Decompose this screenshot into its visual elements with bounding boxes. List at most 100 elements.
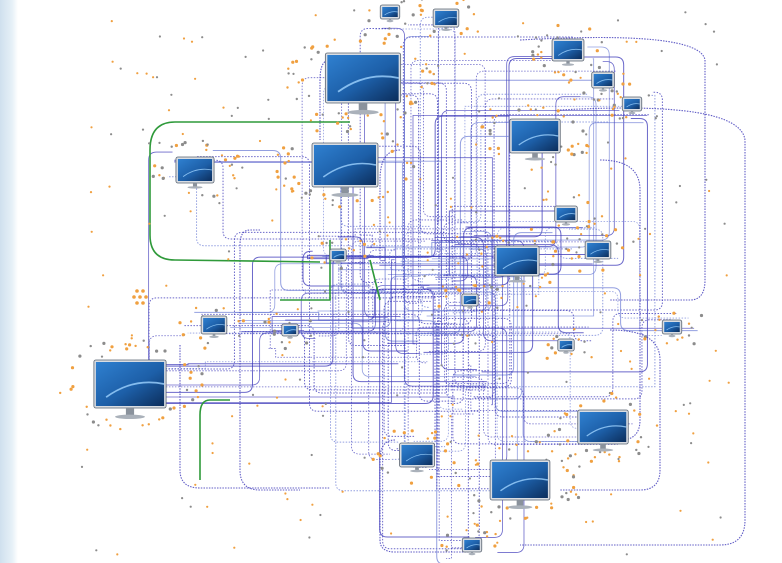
orange-dot-icon (556, 109, 560, 113)
orange-dot-icon (542, 198, 545, 202)
orange-dot-icon (449, 197, 452, 200)
orange-dot-icon (543, 273, 548, 277)
orange-dot-icon (222, 106, 225, 109)
connection-link (455, 244, 584, 334)
orange-dot-icon (160, 166, 164, 170)
orange-dot-icon (687, 412, 691, 415)
orange-dot-icon (231, 415, 234, 418)
orange-dot-icon (283, 184, 286, 187)
orange-dot-icon (380, 132, 383, 135)
orange-dot-icon (142, 339, 145, 342)
orange-dot-icon (341, 116, 344, 119)
connection-link (318, 256, 449, 337)
orange-dot-icon (474, 342, 477, 345)
connection-link (457, 387, 633, 425)
orange-dot-icon (437, 304, 441, 308)
orange-dot-icon (433, 430, 438, 434)
orange-dot-icon (174, 143, 178, 148)
orange-dot-icon (569, 78, 573, 82)
orange-dot-icon (507, 241, 510, 244)
orange-dot-icon (310, 307, 313, 310)
orange-dot-icon (493, 121, 496, 125)
orange-dot-icon (420, 85, 423, 89)
orange-dot-icon (426, 437, 429, 440)
orange-dot-icon (578, 238, 581, 241)
orange-dot-icon (600, 92, 603, 96)
connection-link (366, 291, 579, 412)
orange-dot-icon (308, 193, 311, 196)
orange-dot-icon (542, 106, 545, 109)
orange-dot-icon (574, 493, 578, 496)
orange-dot-icon (189, 370, 193, 374)
monitor-icon (461, 293, 479, 309)
orange-dot-icon (426, 259, 429, 262)
orange-dot-icon (554, 163, 557, 166)
orange-dot-icon (540, 50, 543, 54)
orange-dot-icon (488, 132, 492, 136)
orange-dot-icon (153, 164, 157, 168)
orange-dot-icon (136, 72, 139, 75)
orange-dot-icon (382, 120, 386, 123)
monitor-icon (494, 245, 540, 283)
orange-dot-icon (637, 237, 640, 240)
orange-dot-icon (440, 543, 444, 548)
connection-link (379, 149, 401, 260)
connection-link (452, 370, 592, 445)
orange-dot-icon (534, 295, 538, 298)
orange-dot-icon (704, 23, 707, 26)
orange-dot-icon (628, 82, 632, 86)
connection-link (410, 59, 579, 281)
orange-dot-icon (610, 493, 613, 496)
orange-dot-icon (476, 462, 480, 466)
orange-dot-icon (632, 240, 635, 243)
orange-dot-icon (562, 73, 566, 77)
connection-links (105, 10, 746, 563)
orange-dot-icon (333, 38, 336, 41)
orange-dot-icon (582, 91, 586, 95)
orange-dot-icon (478, 248, 481, 251)
orange-dot-icon (410, 429, 414, 433)
orange-dot-icon (574, 453, 577, 456)
connection-link (435, 56, 555, 278)
connection-link (401, 384, 490, 452)
orange-dot-icon (311, 503, 314, 506)
orange-dot-icon (562, 466, 565, 469)
orange-dot-icon (636, 440, 640, 444)
orange-dot-icon (572, 196, 576, 199)
orange-dot-icon (110, 20, 113, 23)
connection-link (435, 242, 470, 541)
orange-dot-icon (363, 254, 367, 258)
orange-dot-icon (426, 251, 429, 254)
orange-dot-icon (674, 410, 677, 413)
connection-link (404, 273, 446, 448)
connection-link (416, 326, 589, 364)
connection-link (122, 256, 406, 393)
orange-dot-icon (337, 112, 340, 115)
orange-dot-icon (256, 404, 259, 407)
orange-dot-icon (500, 296, 503, 300)
orange-dot-icon (283, 346, 287, 351)
orange-dot-icon (303, 46, 306, 49)
connection-link (387, 227, 583, 344)
orange-dot-icon (611, 107, 615, 111)
orange-dot-icon (437, 64, 440, 67)
orange-dot-icon (324, 402, 327, 405)
orange-dot-icon (401, 366, 404, 369)
orange-dot-icon (580, 233, 583, 236)
orange-dot-icon (613, 228, 618, 232)
orange-dot-icon (377, 196, 380, 199)
orange-dot-icon (344, 238, 348, 241)
orange-dot-icon (473, 522, 476, 525)
orange-dot-icon (325, 44, 329, 48)
connection-link (303, 285, 430, 332)
connection-link (473, 61, 615, 237)
orange-dot-icon (457, 262, 460, 265)
orange-dot-icon (288, 321, 291, 324)
orange-dot-icon (619, 96, 622, 99)
orange-dot-icon (85, 405, 88, 408)
orange-dot-icon (70, 366, 75, 370)
orange-dot-icon (515, 443, 518, 447)
connection-link (340, 183, 396, 294)
orange-dot-icon (297, 181, 301, 186)
orange-dot-icon (494, 532, 497, 536)
